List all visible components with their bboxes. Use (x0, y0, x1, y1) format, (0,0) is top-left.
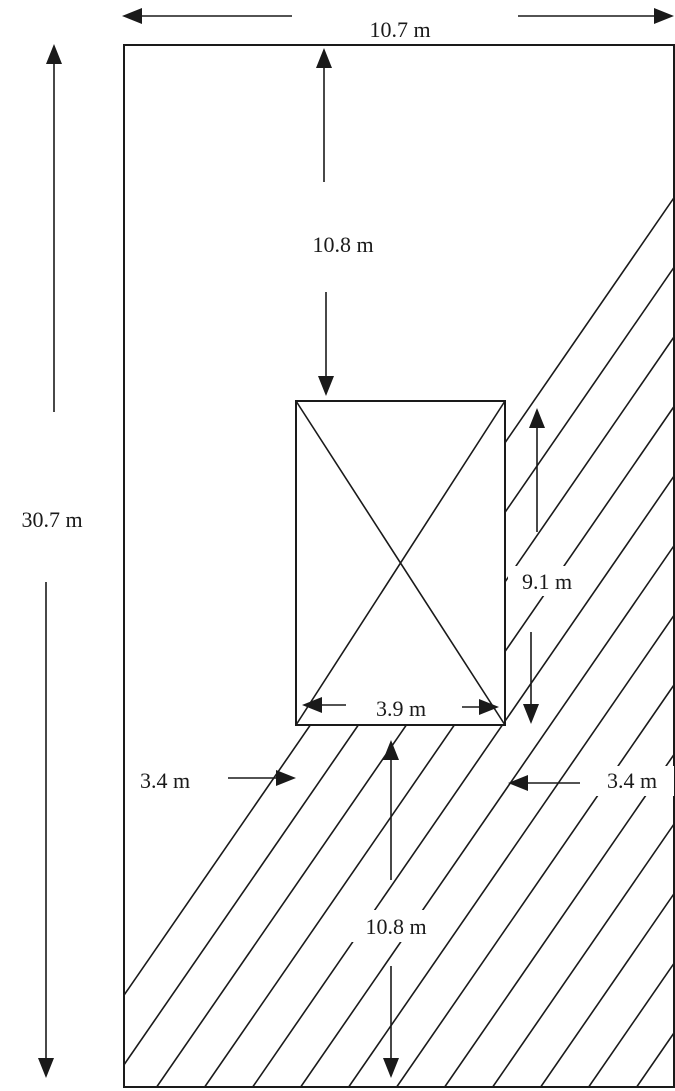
left-side-setback-arrow-head (276, 770, 296, 786)
label-bg-left-setback (126, 766, 206, 796)
lot-width-arrow-right-head (654, 8, 674, 24)
lot-width-label: 10.7 m (369, 17, 430, 42)
lot-length-arrow-down-head (38, 1058, 54, 1078)
hatch-line (491, 821, 675, 1088)
hatch-line (347, 612, 675, 1088)
label-bg-right-setback (588, 766, 674, 796)
building-width-arrow-right-head (479, 699, 499, 715)
hatch-line (443, 751, 675, 1088)
hatch-line (395, 682, 675, 1088)
right-side-setback-arrow-head (508, 775, 528, 791)
rear-setback-arrow-up-head (383, 740, 399, 760)
building-width-arrow-left-head (302, 697, 322, 713)
building-length-label: 9.1 m (522, 569, 572, 594)
building-length-arrow-down-head (523, 704, 539, 724)
building-length-arrow-up-head (529, 408, 545, 428)
hatch-line (539, 890, 675, 1088)
rear-setback-label: 10.8 m (365, 914, 426, 939)
hatch-line (587, 960, 675, 1088)
lot-length-label: 30.7 m (21, 507, 82, 532)
lot-width-arrow-left-head (122, 8, 142, 24)
lot-boundary (123, 44, 675, 1088)
front-setback-label: 10.8 m (312, 232, 373, 257)
front-setback-arrow-up-head (316, 48, 332, 68)
front-setback-arrow-down-head (318, 376, 334, 396)
label-bg-rear-setback (350, 910, 442, 942)
rear-setback-arrow-down-head (383, 1058, 399, 1078)
label-bg-building-length (508, 566, 586, 596)
building-footprint (295, 400, 506, 726)
lot-length-arrow-up-head (46, 44, 62, 64)
left-side-setback-label: 3.4 m (140, 768, 190, 793)
building-width-label: 3.9 m (376, 696, 426, 721)
right-side-setback-label: 3.4 m (607, 768, 657, 793)
label-bg-front-setback (298, 228, 388, 260)
building-diagonal-2 (295, 400, 506, 726)
hatch-line (635, 1030, 675, 1088)
dimension-arrows (38, 8, 674, 1078)
